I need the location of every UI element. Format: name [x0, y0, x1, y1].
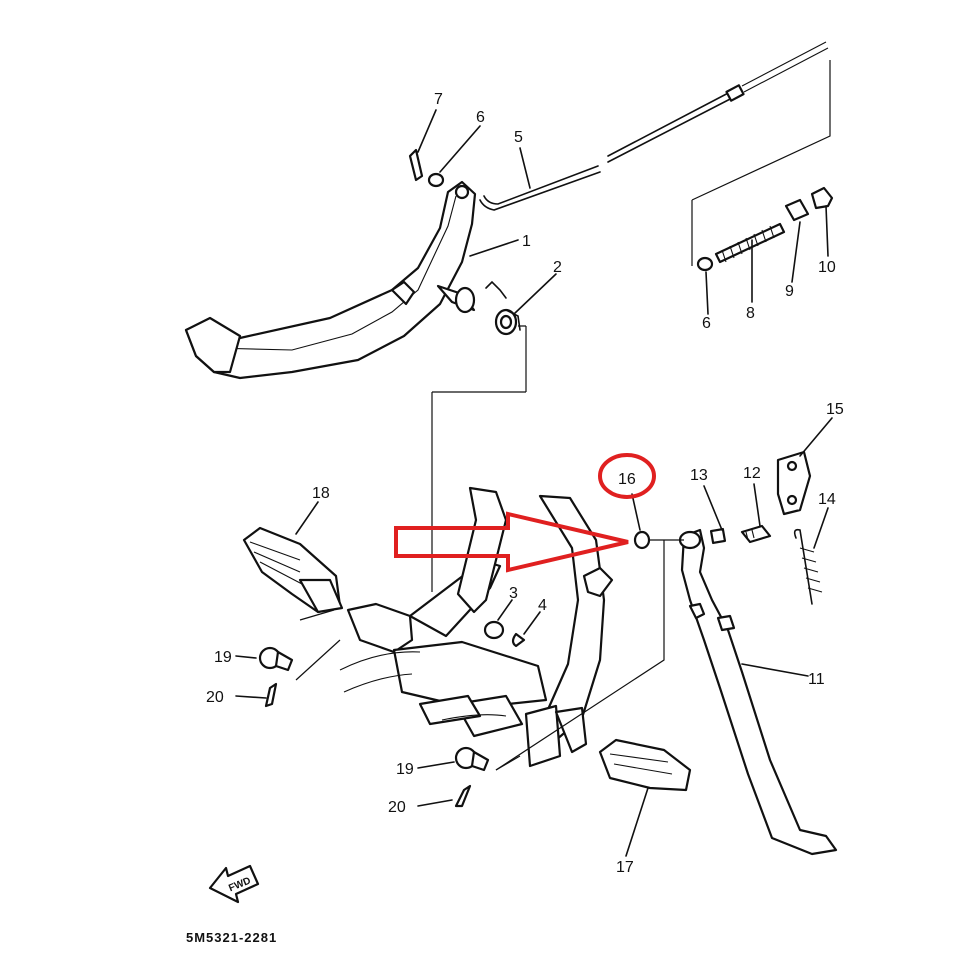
- callout-10: 10: [818, 259, 836, 276]
- callout-labels: 1 2 3 4 5 6 6 7 8 9 10 11 12 13 14 15 16…: [206, 91, 844, 876]
- washer-top-left: [427, 172, 445, 188]
- callout-4: 4: [538, 597, 547, 614]
- callout-11: 11: [808, 671, 825, 688]
- assembly-lines: [295, 60, 831, 771]
- pivot-shaft: [436, 284, 476, 314]
- washer-lower: [483, 620, 505, 640]
- callout-14: 14: [818, 491, 836, 508]
- callout-15: 15: [826, 401, 844, 418]
- callout-5: 5: [514, 129, 523, 146]
- callout-12: 12: [743, 465, 761, 482]
- front-footrest: [598, 738, 692, 792]
- footrest-bracket-frame: [339, 486, 614, 768]
- rod-end-parts: [696, 186, 834, 272]
- callout-20-lower: 20: [388, 799, 406, 816]
- callout-19-lower: 19: [396, 761, 414, 778]
- fwd-arrow-icon: [208, 864, 260, 904]
- circlip: [511, 632, 526, 648]
- callout-7: 7: [434, 91, 443, 108]
- callout-6-right: 6: [702, 315, 711, 332]
- stand-plate: [776, 450, 812, 516]
- callout-1: 1: [522, 233, 531, 250]
- cotter-pin: [408, 148, 424, 182]
- diagram-code: 5M5321-2281: [186, 930, 277, 945]
- callout-16: 16: [618, 471, 636, 488]
- side-stand: [678, 528, 838, 856]
- stand-spring: [793, 528, 823, 605]
- return-spring: [485, 280, 521, 336]
- rear-footrest: [242, 526, 344, 614]
- brake-pedal: [184, 180, 477, 380]
- callout-3: 3: [509, 585, 518, 602]
- callout-2: 2: [553, 259, 562, 276]
- callout-8: 8: [746, 305, 755, 322]
- callout-6-top: 6: [476, 109, 485, 126]
- stand-bolt: [709, 524, 772, 545]
- callout-18: 18: [312, 485, 330, 502]
- callout-17: 17: [616, 859, 634, 876]
- callout-19-left: 19: [214, 649, 232, 666]
- callout-20-left: 20: [206, 689, 224, 706]
- callout-13: 13: [690, 467, 708, 484]
- leader-lines: [235, 109, 833, 857]
- highlight-marker: [394, 453, 656, 573]
- stand-collar: [633, 530, 651, 550]
- brake-rod: [479, 41, 829, 211]
- footrest-pins: [258, 646, 490, 808]
- callout-9: 9: [785, 283, 794, 300]
